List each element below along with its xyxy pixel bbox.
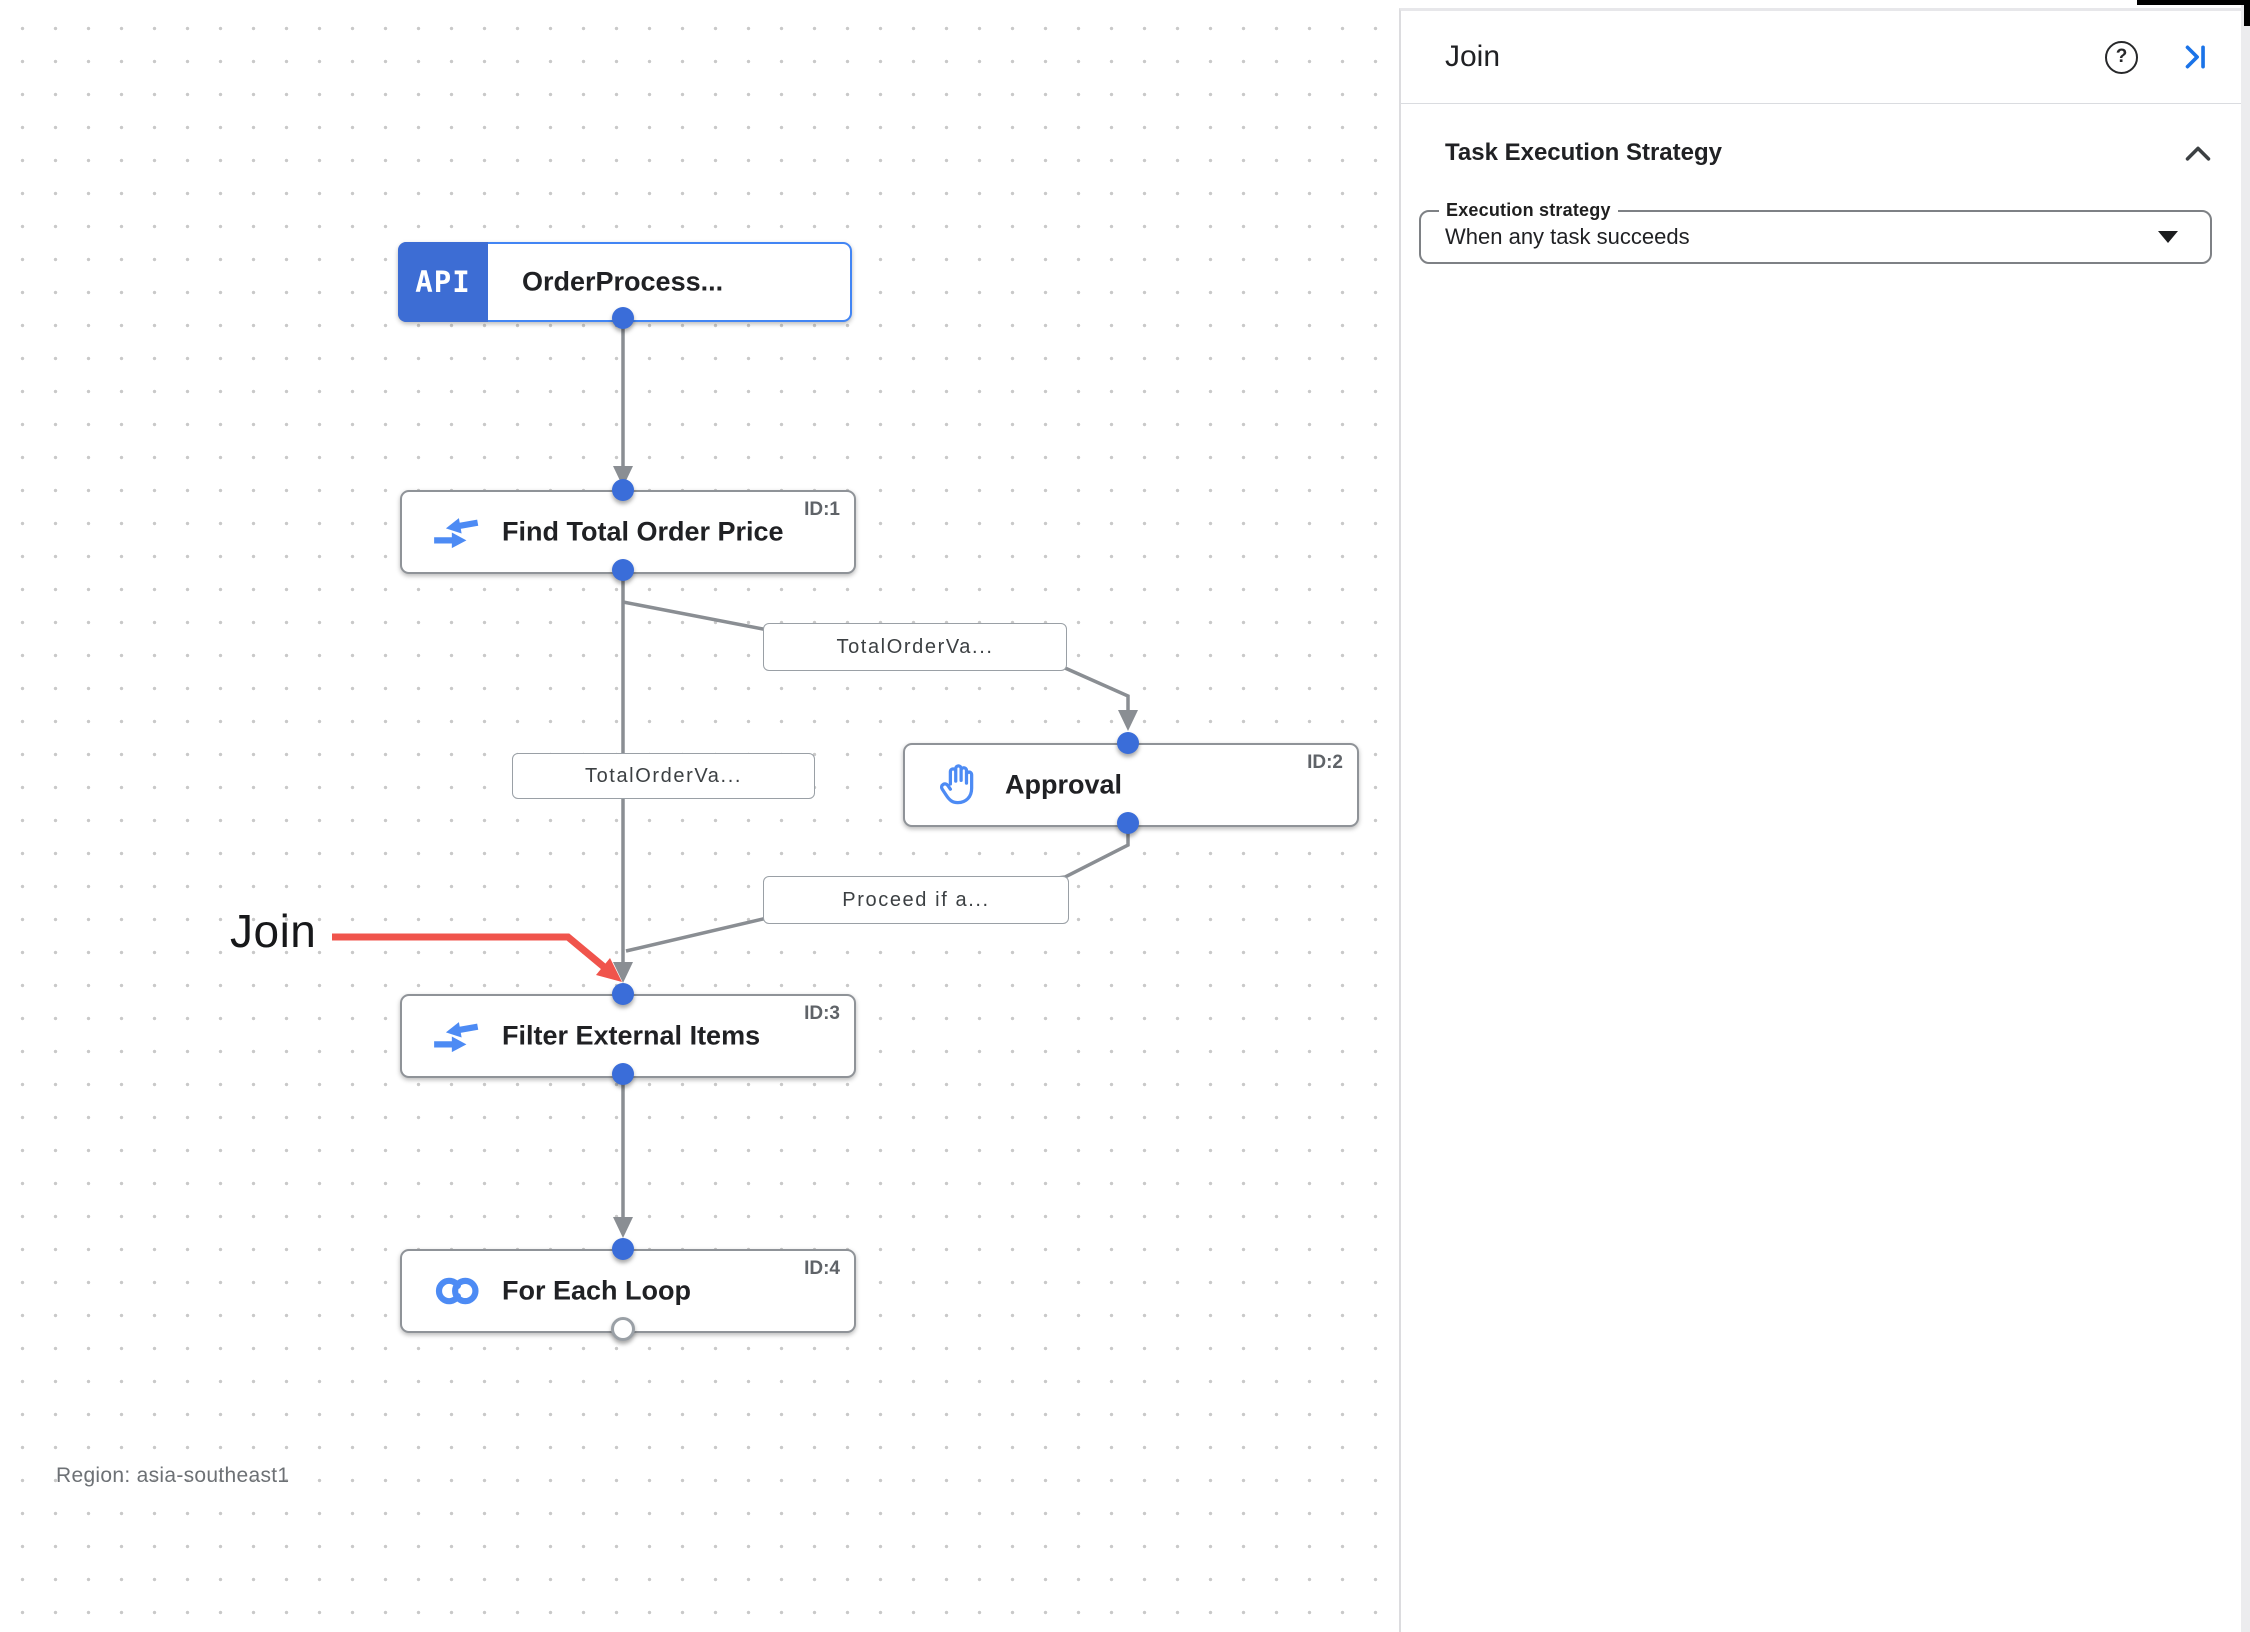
panel-title: Join: [1445, 40, 1501, 73]
for-each-loop-icon: [428, 1267, 484, 1315]
edge-label[interactable]: TotalOrderVa...: [763, 623, 1067, 671]
region-label: Region: asia-southeast1: [56, 1464, 290, 1487]
section-title: Task Execution Strategy: [1445, 139, 1722, 166]
arrowhead-icon: [1118, 710, 1138, 731]
node-id-badge: ID:1: [804, 499, 840, 520]
node-title: Filter External Items: [502, 1020, 761, 1051]
panel-scrollbar-track[interactable]: [2241, 5, 2250, 1632]
arrowhead-icon: [613, 466, 633, 487]
arrowhead-icon: [613, 1217, 633, 1238]
dropdown-caret-icon: [2158, 231, 2178, 243]
execution-strategy-value: When any task succeeds: [1445, 224, 1690, 249]
node-title: For Each Loop: [502, 1275, 691, 1306]
input-port[interactable]: [612, 1238, 634, 1260]
node-title: Find Total Order Price: [502, 516, 784, 547]
help-icon[interactable]: ?: [2105, 40, 2138, 74]
output-port[interactable]: [612, 307, 634, 329]
api-trigger-badge: API: [398, 242, 488, 322]
node-title: Approval: [1005, 769, 1123, 800]
edge-label[interactable]: Proceed if a...: [763, 876, 1069, 924]
input-port[interactable]: [612, 479, 634, 501]
approval-hand-icon: [931, 761, 987, 809]
input-port-join[interactable]: [612, 983, 634, 1005]
panel-scrollbar-thumb[interactable]: [2244, 5, 2250, 26]
panel-header: Join ?: [1401, 11, 2250, 104]
input-port[interactable]: [1117, 732, 1139, 754]
collapse-panel-icon[interactable]: [2180, 42, 2210, 72]
output-port[interactable]: [612, 1063, 634, 1085]
execution-strategy-label: Execution strategy: [1439, 200, 1618, 221]
execution-strategy-select[interactable]: Execution strategy When any task succeed…: [1419, 200, 2212, 264]
edge-label[interactable]: TotalOrderVa...: [512, 753, 815, 799]
arrowhead-icon: [613, 962, 633, 983]
output-port[interactable]: [1117, 812, 1139, 834]
node-id-badge: ID:2: [1307, 752, 1343, 773]
top-black-bar: [2137, 0, 2250, 5]
chevron-up-icon[interactable]: [2184, 143, 2212, 163]
join-annotation-label: Join: [230, 905, 317, 957]
node-title: OrderProcess...: [522, 266, 724, 297]
workflow-canvas[interactable]: TotalOrderVa... TotalOrderVa... Proceed …: [0, 0, 1399, 1632]
section-header: Task Execution Strategy: [1445, 130, 2212, 176]
output-port[interactable]: [612, 559, 634, 581]
task-execution-strategy-section: Task Execution Strategy Execution strate…: [1401, 104, 2250, 264]
output-port-open[interactable]: [611, 1317, 635, 1341]
data-mapping-icon: [428, 508, 484, 556]
data-mapping-icon: [428, 1012, 484, 1060]
join-annotation-arrow: [332, 933, 622, 982]
node-id-badge: ID:3: [804, 1003, 840, 1024]
node-id-badge: ID:4: [804, 1258, 840, 1279]
task-config-panel: Join ? Task Execution Strategy Execution…: [1399, 8, 2250, 1632]
